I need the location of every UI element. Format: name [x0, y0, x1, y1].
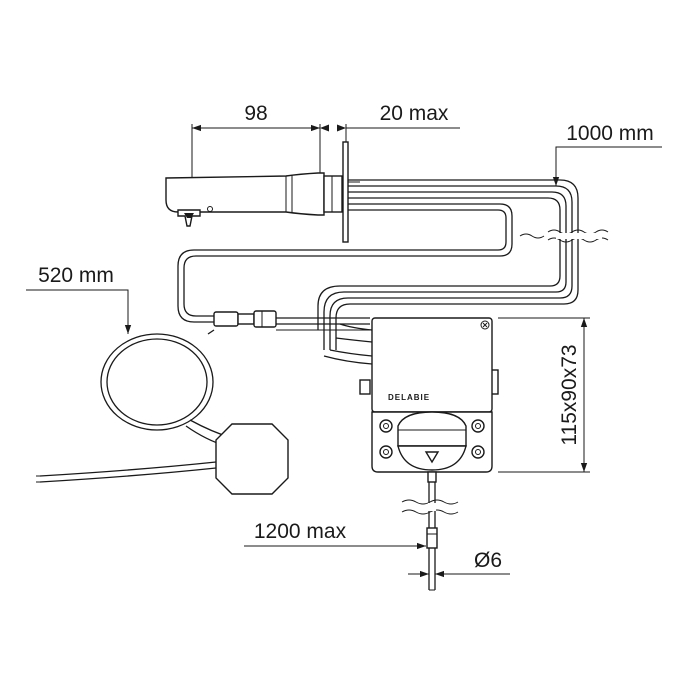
dimension-box-size: 115x90x73 — [498, 317, 590, 473]
cable-length-label: 1000 mm — [566, 122, 654, 145]
dimension-hose-diameter: Ø6 — [408, 549, 510, 580]
hose-bundle — [177, 179, 579, 350]
box-size-label: 115x90x73 — [558, 344, 581, 445]
hose-diameter-label: Ø6 — [474, 549, 502, 572]
dimension-spout-length: 98 — [191, 102, 321, 180]
dimension-hose-length: 1200 max — [244, 520, 426, 550]
sensor-cable-coil — [100, 329, 233, 447]
control-box: DELABIE — [323, 317, 499, 483]
brand-label: DELABIE — [388, 393, 430, 402]
hose-length-label: 1200 max — [254, 520, 347, 543]
sensor-cable-label: 520 mm — [38, 264, 114, 287]
spout-length-label: 98 — [244, 102, 267, 125]
cable-connector — [213, 310, 370, 331]
sensor-pad — [36, 423, 289, 495]
dimension-cable-length: 1000 mm — [552, 122, 662, 186]
dimension-wall-thickness: 20 max — [296, 102, 460, 142]
dimension-sensor-cable: 520 mm — [26, 264, 132, 334]
spout — [165, 172, 343, 227]
break-mark-top — [519, 229, 609, 243]
wall-thickness-label: 20 max — [380, 102, 449, 125]
